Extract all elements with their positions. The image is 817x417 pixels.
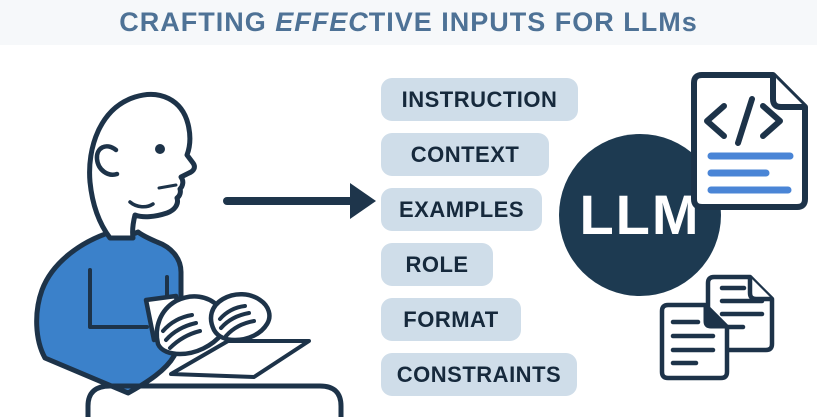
code-glyph	[704, 96, 783, 146]
code-document-icon	[691, 72, 808, 210]
hands	[143, 292, 272, 357]
component-box-constraints: CONSTRAINTS	[381, 353, 577, 396]
llm-circle: LLM	[559, 134, 721, 296]
component-box-examples: EXAMPLES	[381, 188, 542, 231]
right-arrow-icon	[223, 183, 376, 219]
title-italic-word: EFFEC	[275, 6, 369, 37]
desk	[85, 383, 344, 417]
component-box-format: FORMAT	[381, 298, 521, 341]
title-prefix: CRAFTING	[119, 6, 276, 37]
component-box-instruction: INSTRUCTION	[381, 78, 578, 121]
eye	[155, 144, 165, 154]
ear	[94, 144, 120, 177]
component-box-context: CONTEXT	[381, 133, 549, 176]
documents-stack-icon	[659, 274, 775, 381]
mouth	[128, 200, 155, 209]
component-box-role: ROLE	[381, 243, 493, 286]
prompt-components-list: INSTRUCTION CONTEXT EXAMPLES ROLE FORMAT…	[381, 78, 578, 396]
llm-label: LLM	[579, 183, 700, 246]
nose-line	[157, 183, 178, 190]
title-suffix: TIVE INPUTS FOR LLMs	[368, 6, 698, 37]
person-head	[87, 91, 197, 241]
keyboard	[169, 339, 311, 379]
title-band	[0, 0, 817, 45]
